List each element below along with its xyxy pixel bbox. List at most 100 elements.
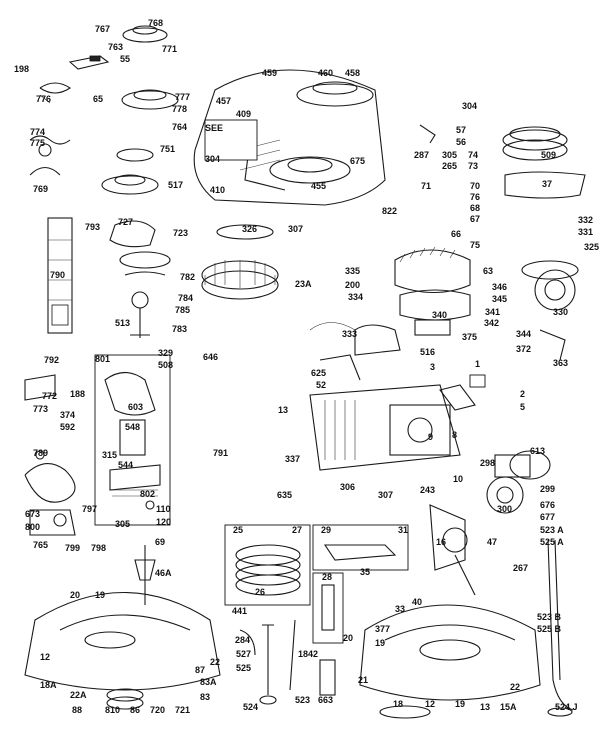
part-number-label-663: 663 (318, 695, 333, 705)
spring-clip-group (29, 135, 71, 176)
part-number-label-68: 68 (470, 203, 480, 213)
part-number-label-40: 40 (412, 597, 422, 607)
part-number-label-120: 120 (156, 517, 171, 527)
part-number-label-769: 769 (33, 184, 48, 194)
part-number-label-822: 822 (382, 206, 397, 216)
part-number-label-188: 188 (70, 389, 85, 399)
part-number-label-52: 52 (316, 380, 326, 390)
part-number-label-778: 778 (172, 104, 187, 114)
part-number-label-342: 342 (484, 318, 499, 328)
part-number-label-790: 790 (50, 270, 65, 280)
part-number-label-15a: 15A (500, 702, 517, 712)
part-number-label-334: 334 (348, 292, 363, 302)
part-number-label-76: 76 (470, 192, 480, 202)
part-number-label-441: 441 (232, 606, 247, 616)
part-number-label-764: 764 (172, 122, 187, 132)
fuel-pump-small (29, 509, 76, 536)
part-number-label-793: 793 (85, 222, 100, 232)
part-number-label-18a: 18A (40, 680, 57, 690)
part-number-label-20: 20 (70, 590, 80, 600)
part-number-label-29: 29 (321, 525, 331, 535)
part-number-label-57: 57 (456, 125, 466, 135)
part-number-label-18: 18 (393, 699, 403, 709)
ignition-coil-area (309, 246, 471, 356)
part-number-label-527: 527 (236, 649, 251, 659)
part-number-label-83a: 83A (200, 677, 217, 687)
part-number-label-325: 325 (584, 242, 599, 252)
part-number-label-523: 523 (295, 695, 310, 705)
part-number-label-508: 508 (158, 360, 173, 370)
part-number-label-12: 12 (40, 652, 50, 662)
part-number-label-372: 372 (516, 344, 531, 354)
starter-cup-assembly (39, 25, 179, 110)
carburetor-group (521, 260, 579, 361)
part-number-label-525a: 525 A (540, 537, 564, 547)
starter-pulley (101, 148, 159, 195)
part-number-label-47: 47 (487, 537, 497, 547)
part-number-label-330: 330 (553, 307, 568, 317)
part-number-label-720: 720 (150, 705, 165, 715)
part-number-label-200: 200 (345, 280, 360, 290)
part-number-label-315: 315 (102, 450, 117, 460)
part-number-label-635: 635 (277, 490, 292, 500)
part-number-label-460: 460 (318, 68, 333, 78)
part-number-label-455: 455 (311, 181, 326, 191)
starter-motor (486, 450, 551, 514)
dipstick-tube (239, 539, 574, 717)
part-number-label-524j: 524 J (555, 702, 578, 712)
part-number-label-458: 458 (345, 68, 360, 78)
part-number-label-55: 55 (120, 54, 130, 64)
part-number-label-86: 86 (130, 705, 140, 715)
part-number-label-298: 298 (480, 458, 495, 468)
part-number-label-374: 374 (60, 410, 75, 420)
part-number-label-2: 2 (520, 389, 525, 399)
part-number-label-603: 603 (128, 402, 143, 412)
part-number-label-65: 65 (93, 94, 103, 104)
part-number-label-63: 63 (483, 266, 493, 276)
part-number-label-723: 723 (173, 228, 188, 238)
sump-base-right (359, 604, 541, 719)
engine-block (309, 354, 486, 471)
part-number-label-544: 544 (118, 460, 133, 470)
part-number-label-776: 776 (36, 94, 51, 104)
part-number-label-71: 71 (421, 181, 431, 191)
part-number-label-83: 83 (200, 692, 210, 702)
part-number-label-56: 56 (456, 137, 466, 147)
part-number-label-267: 267 (513, 563, 528, 573)
part-number-label-110: 110 (156, 504, 171, 514)
part-number-label-802: 802 (140, 489, 155, 499)
connecting-rod-group (312, 524, 409, 644)
part-number-label-304a: 304 (462, 101, 477, 111)
wire-harness-left (24, 374, 76, 503)
part-number-label-74: 74 (468, 150, 478, 160)
part-number-label-337: 337 (285, 454, 300, 464)
part-number-label-344: 344 (516, 329, 531, 339)
part-number-label-19c: 19 (455, 699, 465, 709)
part-number-label-363: 363 (553, 358, 568, 368)
air-cleaner-right (419, 124, 586, 199)
part-number-label-22: 22 (210, 657, 220, 667)
part-number-label-9: 9 (428, 432, 433, 442)
cylinder-base-left (24, 545, 221, 710)
part-number-label-375: 375 (462, 332, 477, 342)
part-number-label-299: 299 (540, 484, 555, 494)
part-number-label-810: 810 (105, 705, 120, 715)
part-number-label-8: 8 (452, 430, 457, 440)
part-number-label-3: 3 (430, 362, 435, 372)
part-number-label-377: 377 (375, 624, 390, 634)
part-number-label-33: 33 (395, 604, 405, 614)
part-number-label-792: 792 (44, 355, 59, 365)
part-number-label-768: 768 (148, 18, 163, 28)
part-number-label-16: 16 (436, 537, 446, 547)
part-number-label-88: 88 (72, 705, 82, 715)
part-number-label-307b: 307 (378, 490, 393, 500)
part-number-label-69: 69 (155, 537, 165, 547)
part-number-label-409: 409 (236, 109, 251, 119)
part-number-label-523a: 523 A (540, 525, 564, 535)
part-number-label-305: 305 (442, 150, 457, 160)
part-number-label-243: 243 (420, 485, 435, 495)
valve-tappets (259, 619, 336, 705)
part-number-label-459: 459 (262, 68, 277, 78)
part-number-label-300: 300 (497, 504, 512, 514)
part-number-label-25: 25 (233, 525, 243, 535)
